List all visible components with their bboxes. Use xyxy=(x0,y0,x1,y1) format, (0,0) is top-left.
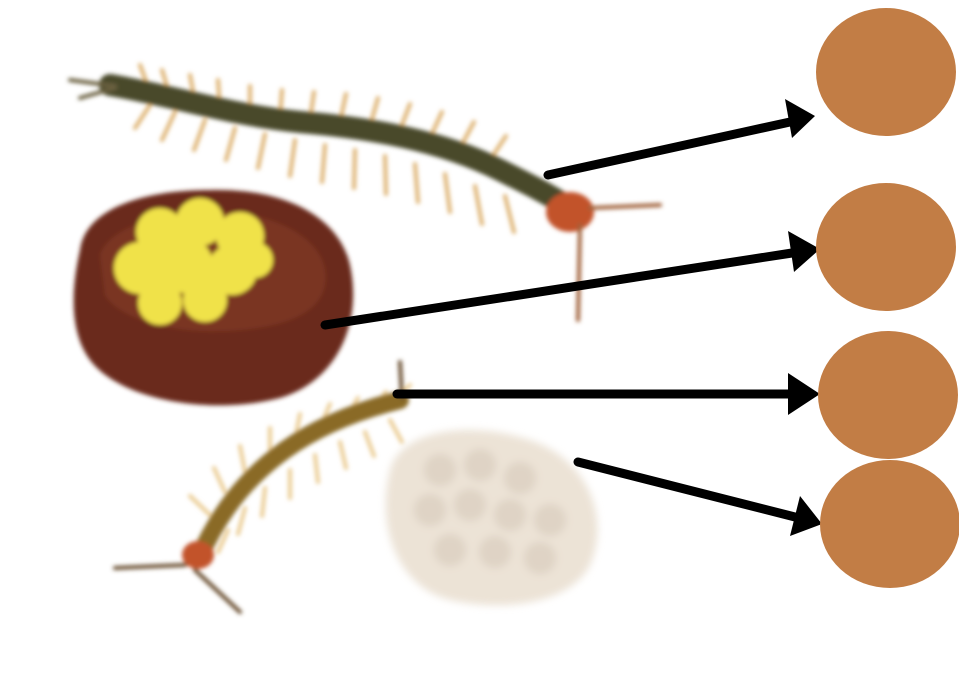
arrow-3 xyxy=(397,373,820,415)
egg-nest-illustration xyxy=(74,190,354,405)
arrow-4 xyxy=(578,462,822,536)
label-circle-2[interactable] xyxy=(816,183,956,311)
arrow-1 xyxy=(548,99,815,175)
hatched-egg-cluster-illustration xyxy=(386,430,598,605)
arrow-2 xyxy=(325,231,820,325)
label-circle-1[interactable] xyxy=(816,8,956,136)
label-circle-4[interactable] xyxy=(820,460,959,588)
label-circle-3[interactable] xyxy=(818,331,958,459)
